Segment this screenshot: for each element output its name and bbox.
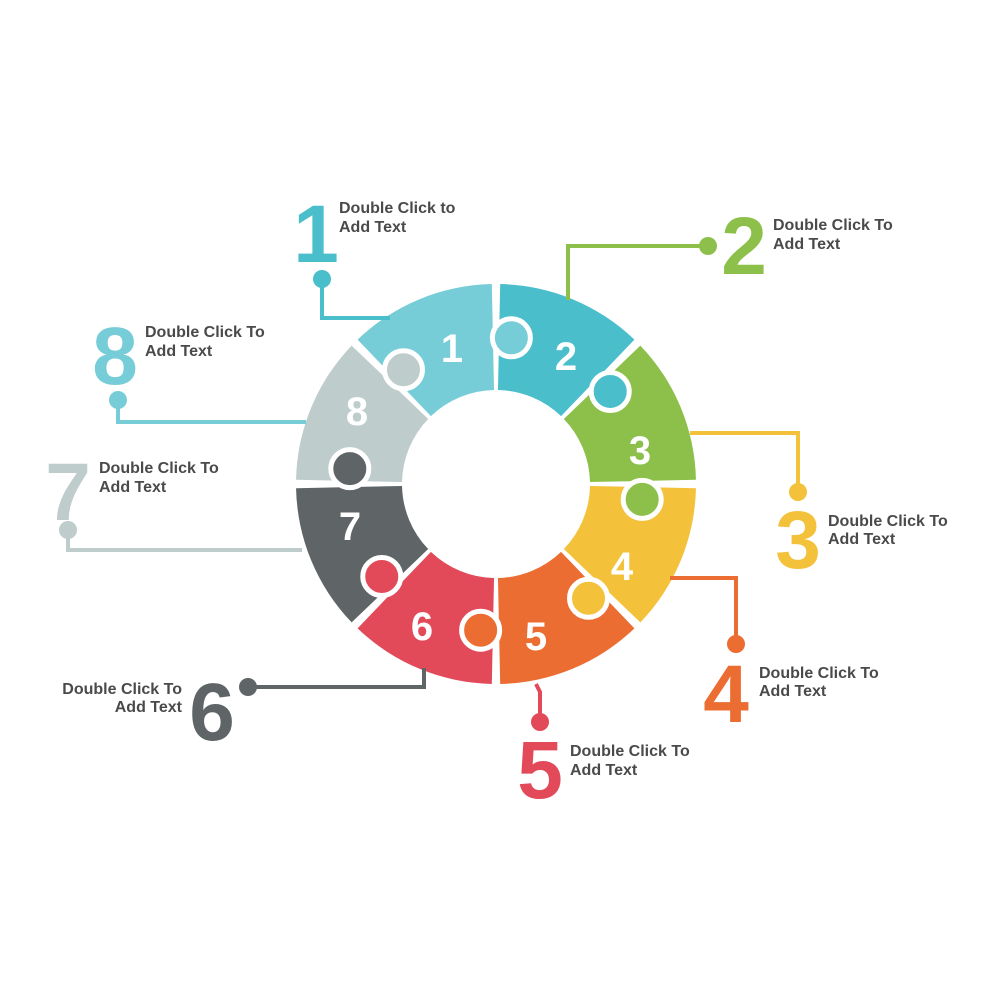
callout-number-5: 5 [517, 725, 563, 816]
connector-3 [690, 431, 807, 501]
connector-1 [313, 270, 390, 320]
segment-number-6: 6 [411, 605, 433, 649]
callout-number-8: 8 [92, 311, 138, 402]
callout-text-7-line2[interactable]: Add Text [99, 479, 167, 496]
puzzle-ring [296, 284, 696, 684]
callout-text-3-line2[interactable]: Add Text [828, 531, 896, 548]
segment-number-8: 8 [346, 390, 368, 434]
puzzle-knobs [328, 316, 664, 652]
callout-number-4: 4 [703, 649, 749, 740]
callout-text-6-line1[interactable]: Double Click To [62, 681, 182, 698]
segment-number-7: 7 [339, 505, 361, 549]
puzzle-knob-7 [381, 348, 425, 392]
callout-text-2-line1[interactable]: Double Click To [773, 217, 893, 234]
callout-number-3: 3 [775, 495, 821, 586]
segment-number-3: 3 [629, 429, 651, 473]
callout-number-7: 7 [45, 447, 91, 538]
segment-number-1: 1 [441, 327, 463, 371]
puzzle-knob-5 [360, 555, 404, 599]
segment-number-5: 5 [525, 615, 547, 659]
puzzle-segment-3[interactable] [563, 485, 696, 623]
callout-text-2-line2[interactable]: Add Text [773, 236, 841, 253]
connector-6 [239, 668, 426, 696]
puzzle-knob-3 [567, 576, 611, 620]
callout-text-1-line2[interactable]: Add Text [339, 219, 407, 236]
connector-4 [670, 576, 745, 653]
callout-text-8-line1[interactable]: Double Click To [145, 324, 265, 341]
connectors [59, 237, 807, 731]
puzzle-knob-1 [588, 369, 632, 413]
callout-text-3-line1[interactable]: Double Click To [828, 513, 948, 530]
callout-text-4-line1[interactable]: Double Click To [759, 665, 879, 682]
puzzle-segment-1[interactable] [497, 284, 635, 417]
callout-text-5-line2[interactable]: Add Text [570, 762, 638, 779]
connector-5 [531, 683, 549, 731]
callout-number-6: 6 [189, 667, 235, 758]
callout-number-2: 2 [721, 201, 767, 292]
puzzle-segment-5[interactable] [357, 551, 495, 684]
puzzle-knob-8 [489, 316, 533, 360]
callout-text-8-line2[interactable]: Add Text [145, 343, 213, 360]
puzzle-segment-4[interactable] [497, 551, 635, 684]
connector-8 [109, 391, 306, 424]
callout-number-1: 1 [293, 189, 339, 280]
callout-text-7-line1[interactable]: Double Click To [99, 460, 219, 477]
puzzle-segment-7[interactable] [296, 345, 429, 483]
segment-number-4: 4 [611, 545, 634, 589]
callout-text-6-line2[interactable]: Add Text [115, 699, 183, 716]
connector-7 [59, 521, 302, 552]
connector-2 [566, 237, 717, 300]
segment-number-2: 2 [555, 335, 577, 379]
puzzle-knob-6 [328, 447, 372, 491]
puzzle-knob-2 [620, 477, 664, 521]
puzzle-segment-8[interactable] [357, 284, 495, 417]
puzzle-segment-2[interactable] [563, 345, 696, 483]
callout-text-4-line2[interactable]: Add Text [759, 683, 827, 700]
puzzle-segment-6[interactable] [296, 485, 429, 623]
callout-text-1-line1[interactable]: Double Click to [339, 200, 456, 217]
callout-text-5-line1[interactable]: Double Click To [570, 743, 690, 760]
puzzle-knob-4 [459, 608, 503, 652]
